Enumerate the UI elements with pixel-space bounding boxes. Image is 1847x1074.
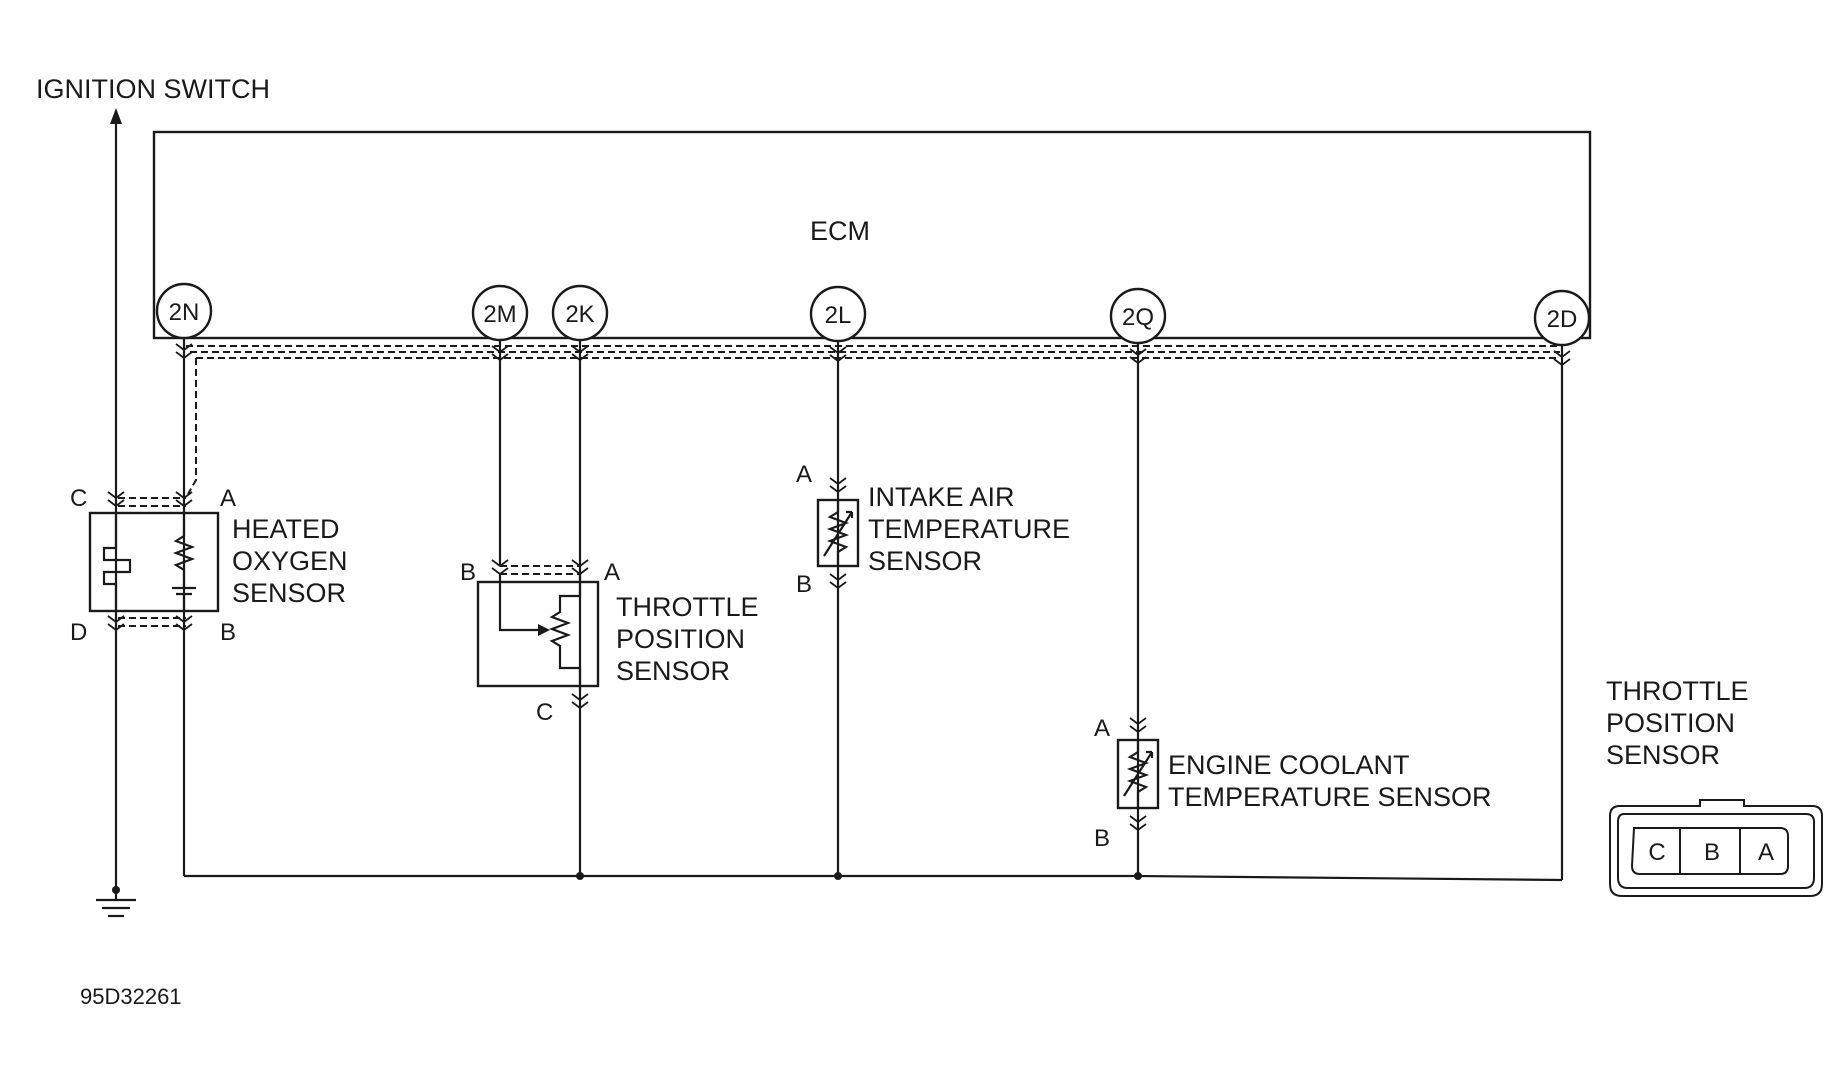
connector-cavity-b: B: [1704, 839, 1720, 866]
terminal-2q: 2Q: [1109, 287, 1167, 345]
thermistor-icon: [1123, 740, 1154, 808]
oxygen-sensor-label-3: SENSOR: [232, 578, 346, 608]
oxygen-sensor-label-2: OXYGEN: [232, 546, 348, 576]
terminal-2m-label: 2M: [483, 301, 516, 328]
connector-view-label-2: POSITION: [1606, 708, 1735, 738]
engine-coolant-temperature-sensor: [1116, 717, 1160, 832]
figure-code: 95D32261: [80, 984, 182, 1009]
heater-element-icon: [102, 513, 132, 611]
wiper-arrow-icon: [538, 624, 550, 636]
ignition-arrow-icon: [110, 108, 122, 124]
tps-label-1: THROTTLE: [616, 592, 759, 622]
terminal-2n: 2N: [155, 282, 213, 340]
ect-pin-a: A: [1094, 715, 1110, 742]
terminal-2q-label: 2Q: [1122, 304, 1154, 331]
iat-label-1: INTAKE AIR: [868, 482, 1015, 512]
terminal-2k-label: 2K: [565, 301, 594, 328]
oxygen-pin-b: B: [220, 619, 236, 646]
wiper-arm-icon: [498, 574, 540, 632]
ecm-box: [152, 130, 1592, 340]
sensing-element-icon: [172, 513, 196, 611]
tps-pin-c: C: [536, 699, 553, 726]
junction-dot: [576, 872, 584, 880]
tps-pin-b: B: [460, 559, 476, 586]
connector-cavity-c: C: [1648, 839, 1665, 866]
terminal-chevrons: [175, 343, 1571, 367]
oxygen-sensor-label-1: HEATED: [232, 514, 340, 544]
tps-label-2: POSITION: [616, 624, 745, 654]
junction-dot: [834, 872, 842, 880]
oxygen-pin-a: A: [220, 485, 236, 512]
terminal-2d: 2D: [1533, 289, 1591, 347]
potentiometer-icon: [548, 574, 582, 690]
terminal-2d-label: 2D: [1547, 306, 1578, 333]
intake-air-temperature-sensor: [816, 477, 860, 590]
terminal-2l: 2L: [809, 285, 867, 343]
terminal-2k: 2K: [551, 284, 609, 342]
ground-icon: [96, 886, 136, 918]
oxygen-pin-d: D: [70, 619, 87, 646]
iat-pin-a: A: [796, 461, 812, 488]
ect-label-2: TEMPERATURE SENSOR: [1168, 782, 1492, 812]
shield-harness: [118, 345, 1560, 627]
connector-cavity-a: A: [1758, 839, 1774, 866]
terminal-2m: 2M: [471, 284, 529, 342]
connector-housing-icon: [1609, 799, 1823, 897]
tps-label-3: SENSOR: [616, 656, 730, 686]
iat-pin-b: B: [796, 571, 812, 598]
iat-label-3: SENSOR: [868, 546, 982, 576]
iat-label-2: TEMPERATURE: [868, 514, 1070, 544]
connector-view-label-3: SENSOR: [1606, 740, 1720, 770]
ground-return-bus: [184, 874, 1563, 882]
heated-oxygen-sensor: [88, 491, 220, 632]
terminal-2n-label: 2N: [169, 299, 200, 326]
tps-pin-a: A: [604, 559, 620, 586]
throttle-position-sensor: [476, 559, 600, 710]
terminal-2l-label: 2L: [825, 302, 852, 329]
ecm-label: ECM: [810, 216, 870, 246]
ect-label-1: ENGINE COOLANT: [1168, 750, 1410, 780]
ignition-switch-label: IGNITION SWITCH: [36, 74, 270, 104]
thermistor-icon: [823, 500, 854, 566]
oxygen-pin-c: C: [70, 485, 87, 512]
ect-pin-b: B: [1094, 825, 1110, 852]
junction-dot: [1134, 872, 1142, 880]
connector-view-label-1: THROTTLE: [1606, 676, 1749, 706]
